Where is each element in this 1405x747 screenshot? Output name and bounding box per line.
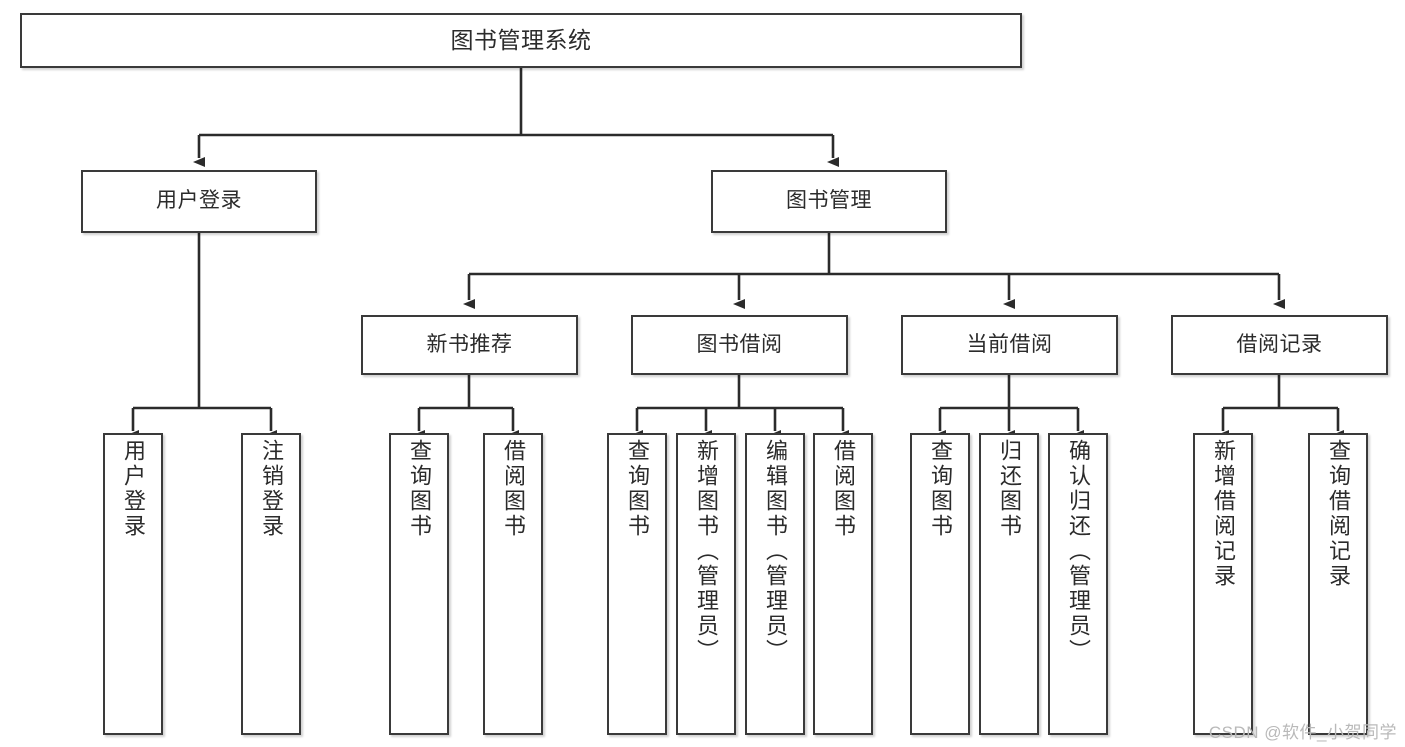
leaf-return-book[interactable]: 归还图书 <box>979 433 1039 735</box>
leaf-confirm-return[interactable]: 确认归还（管理员） <box>1048 433 1108 735</box>
leaf-query-book-1-label: 查询图书 <box>407 439 432 539</box>
leaf-add-record-label: 新增借阅记录 <box>1211 439 1236 589</box>
leaf-add-book-label: 新增图书（管理员） <box>694 439 719 664</box>
node-borrow-record-label: 借阅记录 <box>1236 332 1323 356</box>
leaf-logout-login[interactable]: 注销登录 <box>241 433 301 735</box>
leaf-query-book-2-label: 查询图书 <box>625 439 650 539</box>
leaf-user-login-label: 用户登录 <box>121 439 146 539</box>
node-book-manage[interactable]: 图书管理 <box>711 170 947 233</box>
leaf-query-book-3[interactable]: 查询图书 <box>910 433 970 735</box>
node-user-login[interactable]: 用户登录 <box>81 170 317 233</box>
leaf-borrow-book-2-label: 借阅图书 <box>831 439 856 539</box>
leaf-add-book[interactable]: 新增图书（管理员） <box>676 433 736 735</box>
leaf-query-book-2[interactable]: 查询图书 <box>607 433 667 735</box>
node-borrow-record[interactable]: 借阅记录 <box>1171 315 1388 375</box>
leaf-edit-book-label: 编辑图书（管理员） <box>763 439 788 664</box>
node-book-manage-label: 图书管理 <box>786 189 872 213</box>
watermark: CSDN @软件_小贺同学 <box>1208 723 1397 742</box>
leaf-return-book-label: 归还图书 <box>997 439 1022 539</box>
node-new-book-recommend[interactable]: 新书推荐 <box>361 315 578 375</box>
node-new-book-recommend-label: 新书推荐 <box>426 332 513 356</box>
leaf-query-record[interactable]: 查询借阅记录 <box>1308 433 1368 735</box>
node-book-borrow[interactable]: 图书借阅 <box>631 315 848 375</box>
leaf-add-record[interactable]: 新增借阅记录 <box>1193 433 1253 735</box>
leaf-logout-login-label: 注销登录 <box>259 439 284 539</box>
leaf-query-book-3-label: 查询图书 <box>928 439 953 539</box>
node-root[interactable]: 图书管理系统 <box>20 13 1022 68</box>
leaf-borrow-book-1[interactable]: 借阅图书 <box>483 433 543 735</box>
leaf-borrow-book-1-label: 借阅图书 <box>501 439 526 539</box>
node-current-borrow-label: 当前借阅 <box>966 332 1053 356</box>
leaf-borrow-book-2[interactable]: 借阅图书 <box>813 433 873 735</box>
node-book-borrow-label: 图书借阅 <box>696 332 783 356</box>
leaf-user-login[interactable]: 用户登录 <box>103 433 163 735</box>
leaf-confirm-return-label: 确认归还（管理员） <box>1066 439 1091 664</box>
node-root-label: 图书管理系统 <box>450 27 592 54</box>
node-user-login-label: 用户登录 <box>156 189 242 213</box>
node-current-borrow[interactable]: 当前借阅 <box>901 315 1118 375</box>
leaf-edit-book[interactable]: 编辑图书（管理员） <box>745 433 805 735</box>
leaf-query-book-1[interactable]: 查询图书 <box>389 433 449 735</box>
leaf-query-record-label: 查询借阅记录 <box>1326 439 1351 589</box>
